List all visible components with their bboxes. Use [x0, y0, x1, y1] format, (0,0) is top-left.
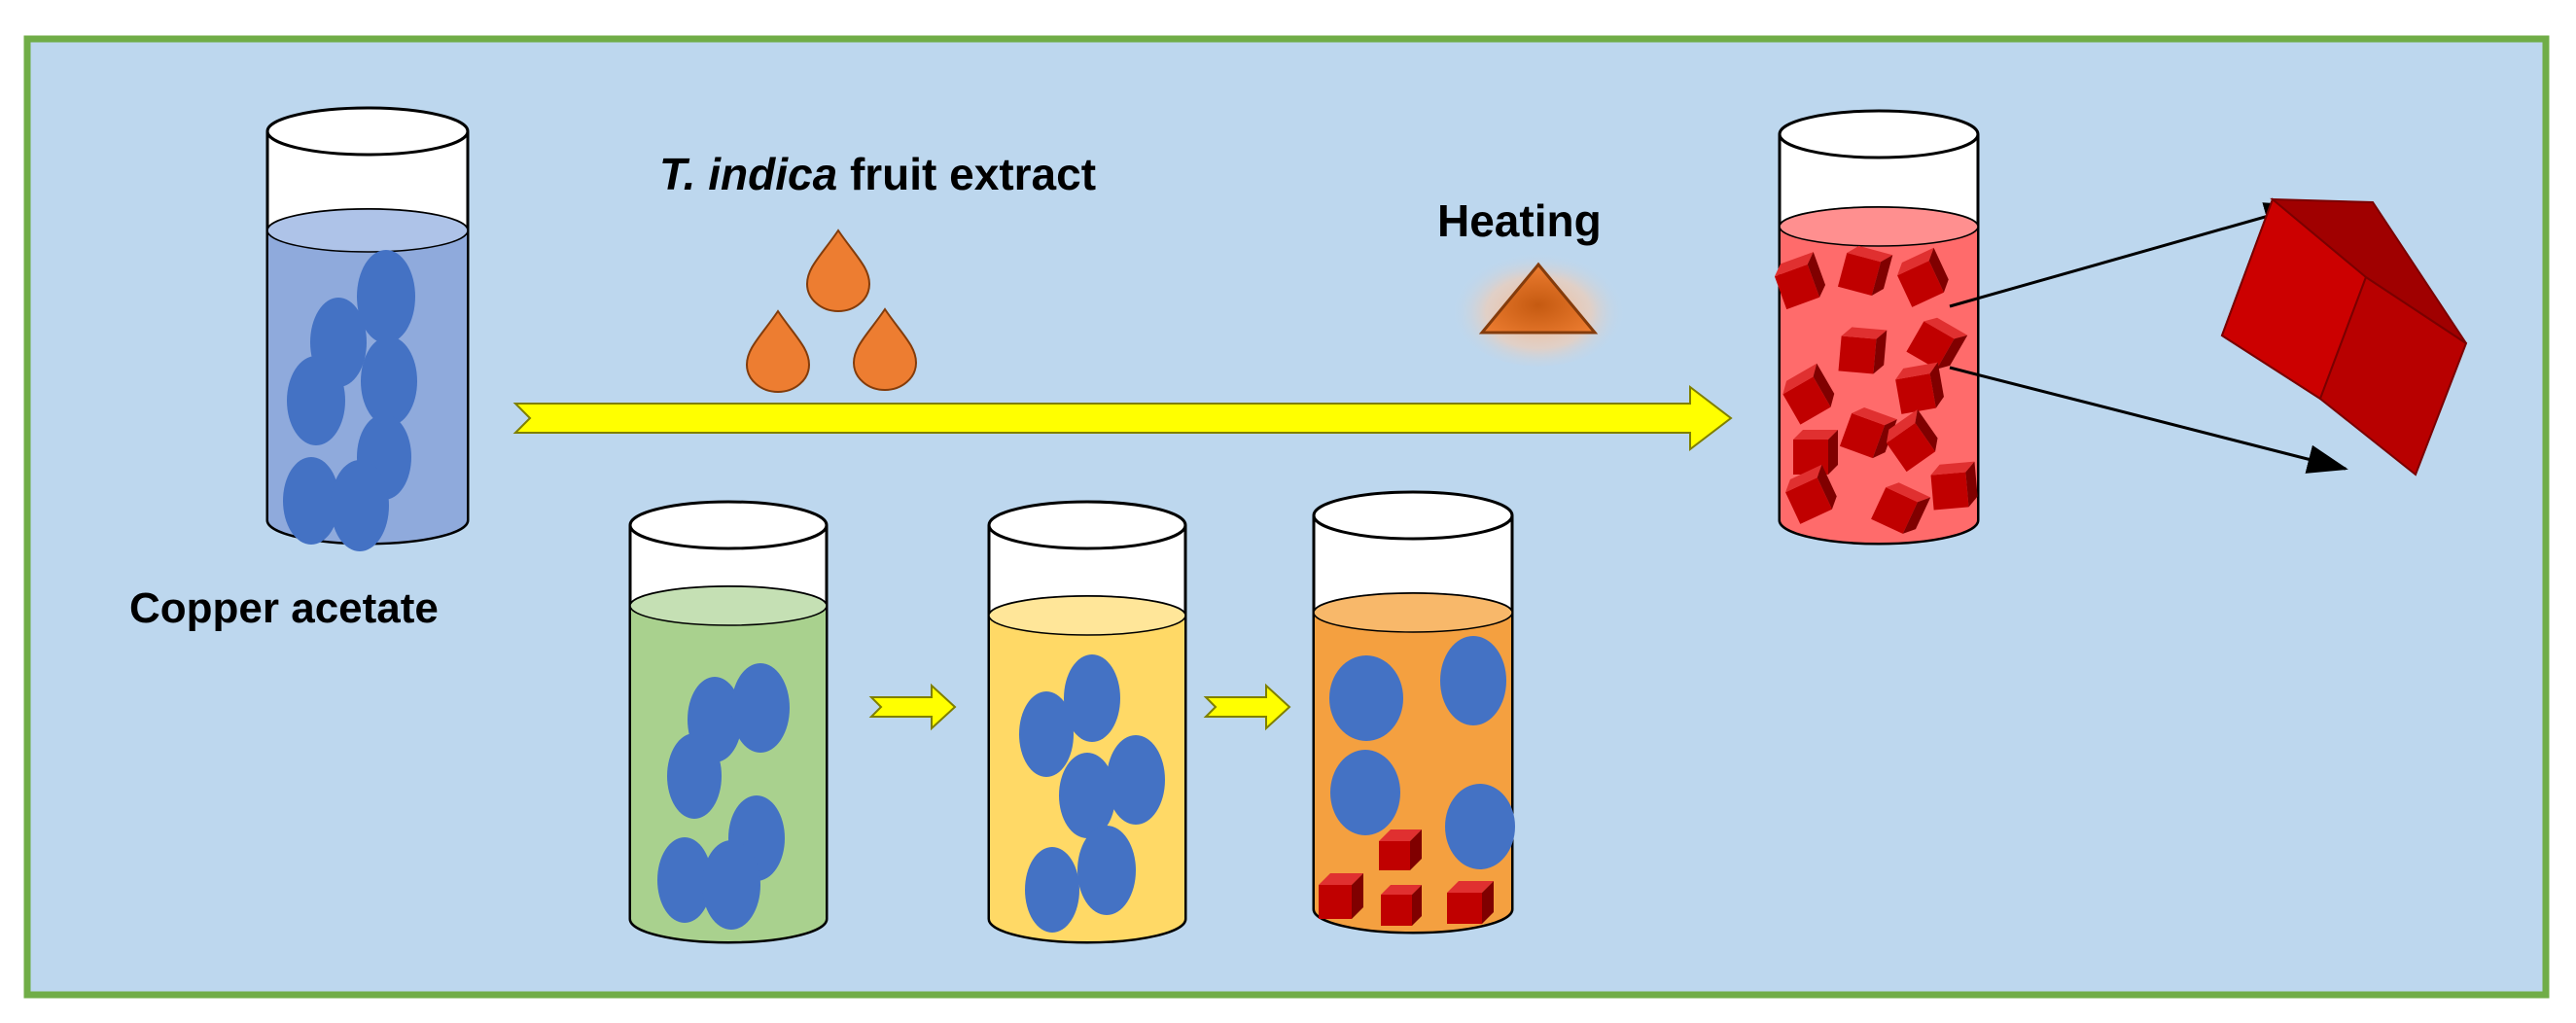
cube-icon — [1897, 247, 1949, 307]
drop-icon — [805, 229, 871, 312]
particle — [657, 837, 712, 923]
drop-icon — [852, 307, 918, 391]
particle — [361, 336, 417, 426]
copper-ion-particles — [283, 250, 417, 551]
main-flow-arrow — [512, 384, 1733, 452]
heating-label: Heating — [1437, 195, 1602, 246]
particle — [1059, 753, 1115, 838]
zoom-arrow — [1949, 202, 2306, 308]
green-mixture-beaker — [628, 500, 829, 944]
cube-icon — [2220, 197, 2468, 476]
cube-icon — [1930, 461, 1978, 511]
cube-icon — [1886, 409, 1938, 473]
particle — [1025, 847, 1079, 933]
particle — [667, 733, 722, 819]
cube-icon — [1837, 245, 1893, 297]
cube-icon — [1838, 327, 1888, 374]
step-arrow — [868, 683, 957, 731]
cube-icon — [1379, 829, 1422, 870]
extract-species: T. indica — [659, 149, 837, 199]
orange-mixture-beaker — [1312, 490, 1515, 935]
cube-icon — [1785, 464, 1837, 524]
particle — [1077, 826, 1136, 915]
cube-icon — [1447, 881, 1494, 924]
final-product-beaker — [1774, 109, 1980, 546]
particle — [702, 840, 760, 930]
particle — [1440, 636, 1506, 725]
cube-icon — [1319, 873, 1363, 919]
particle — [331, 460, 389, 551]
cube-icon — [1774, 252, 1826, 310]
particle — [1064, 654, 1120, 742]
particle — [357, 250, 415, 343]
particle — [1445, 784, 1515, 869]
particle — [1019, 691, 1074, 777]
copper-acetate-label: Copper acetate — [129, 584, 439, 632]
step-arrow — [1203, 683, 1291, 731]
particle — [283, 457, 339, 545]
cube-icon — [1782, 363, 1835, 425]
extract-text: fruit extract — [837, 149, 1096, 199]
extract-label: T. indica fruit extract — [659, 149, 1096, 199]
cuprous-oxide-cubes — [1774, 245, 1978, 534]
cube-icon — [1906, 317, 1968, 370]
cube-icon — [1895, 362, 1944, 414]
cube-icon — [1381, 885, 1422, 926]
copper-acetate-beaker — [265, 106, 470, 551]
particle — [1329, 655, 1403, 741]
yellow-mixture-beaker — [987, 500, 1187, 944]
zoom-arrow — [1949, 366, 2348, 474]
drop-icon — [745, 309, 811, 393]
cube-icon — [1793, 430, 1838, 475]
particle — [731, 663, 790, 753]
heat-triangle-icon — [1451, 246, 1626, 367]
cube-icon — [1871, 482, 1931, 534]
particle — [287, 356, 345, 445]
particle — [1330, 750, 1400, 835]
particle — [1107, 735, 1165, 825]
